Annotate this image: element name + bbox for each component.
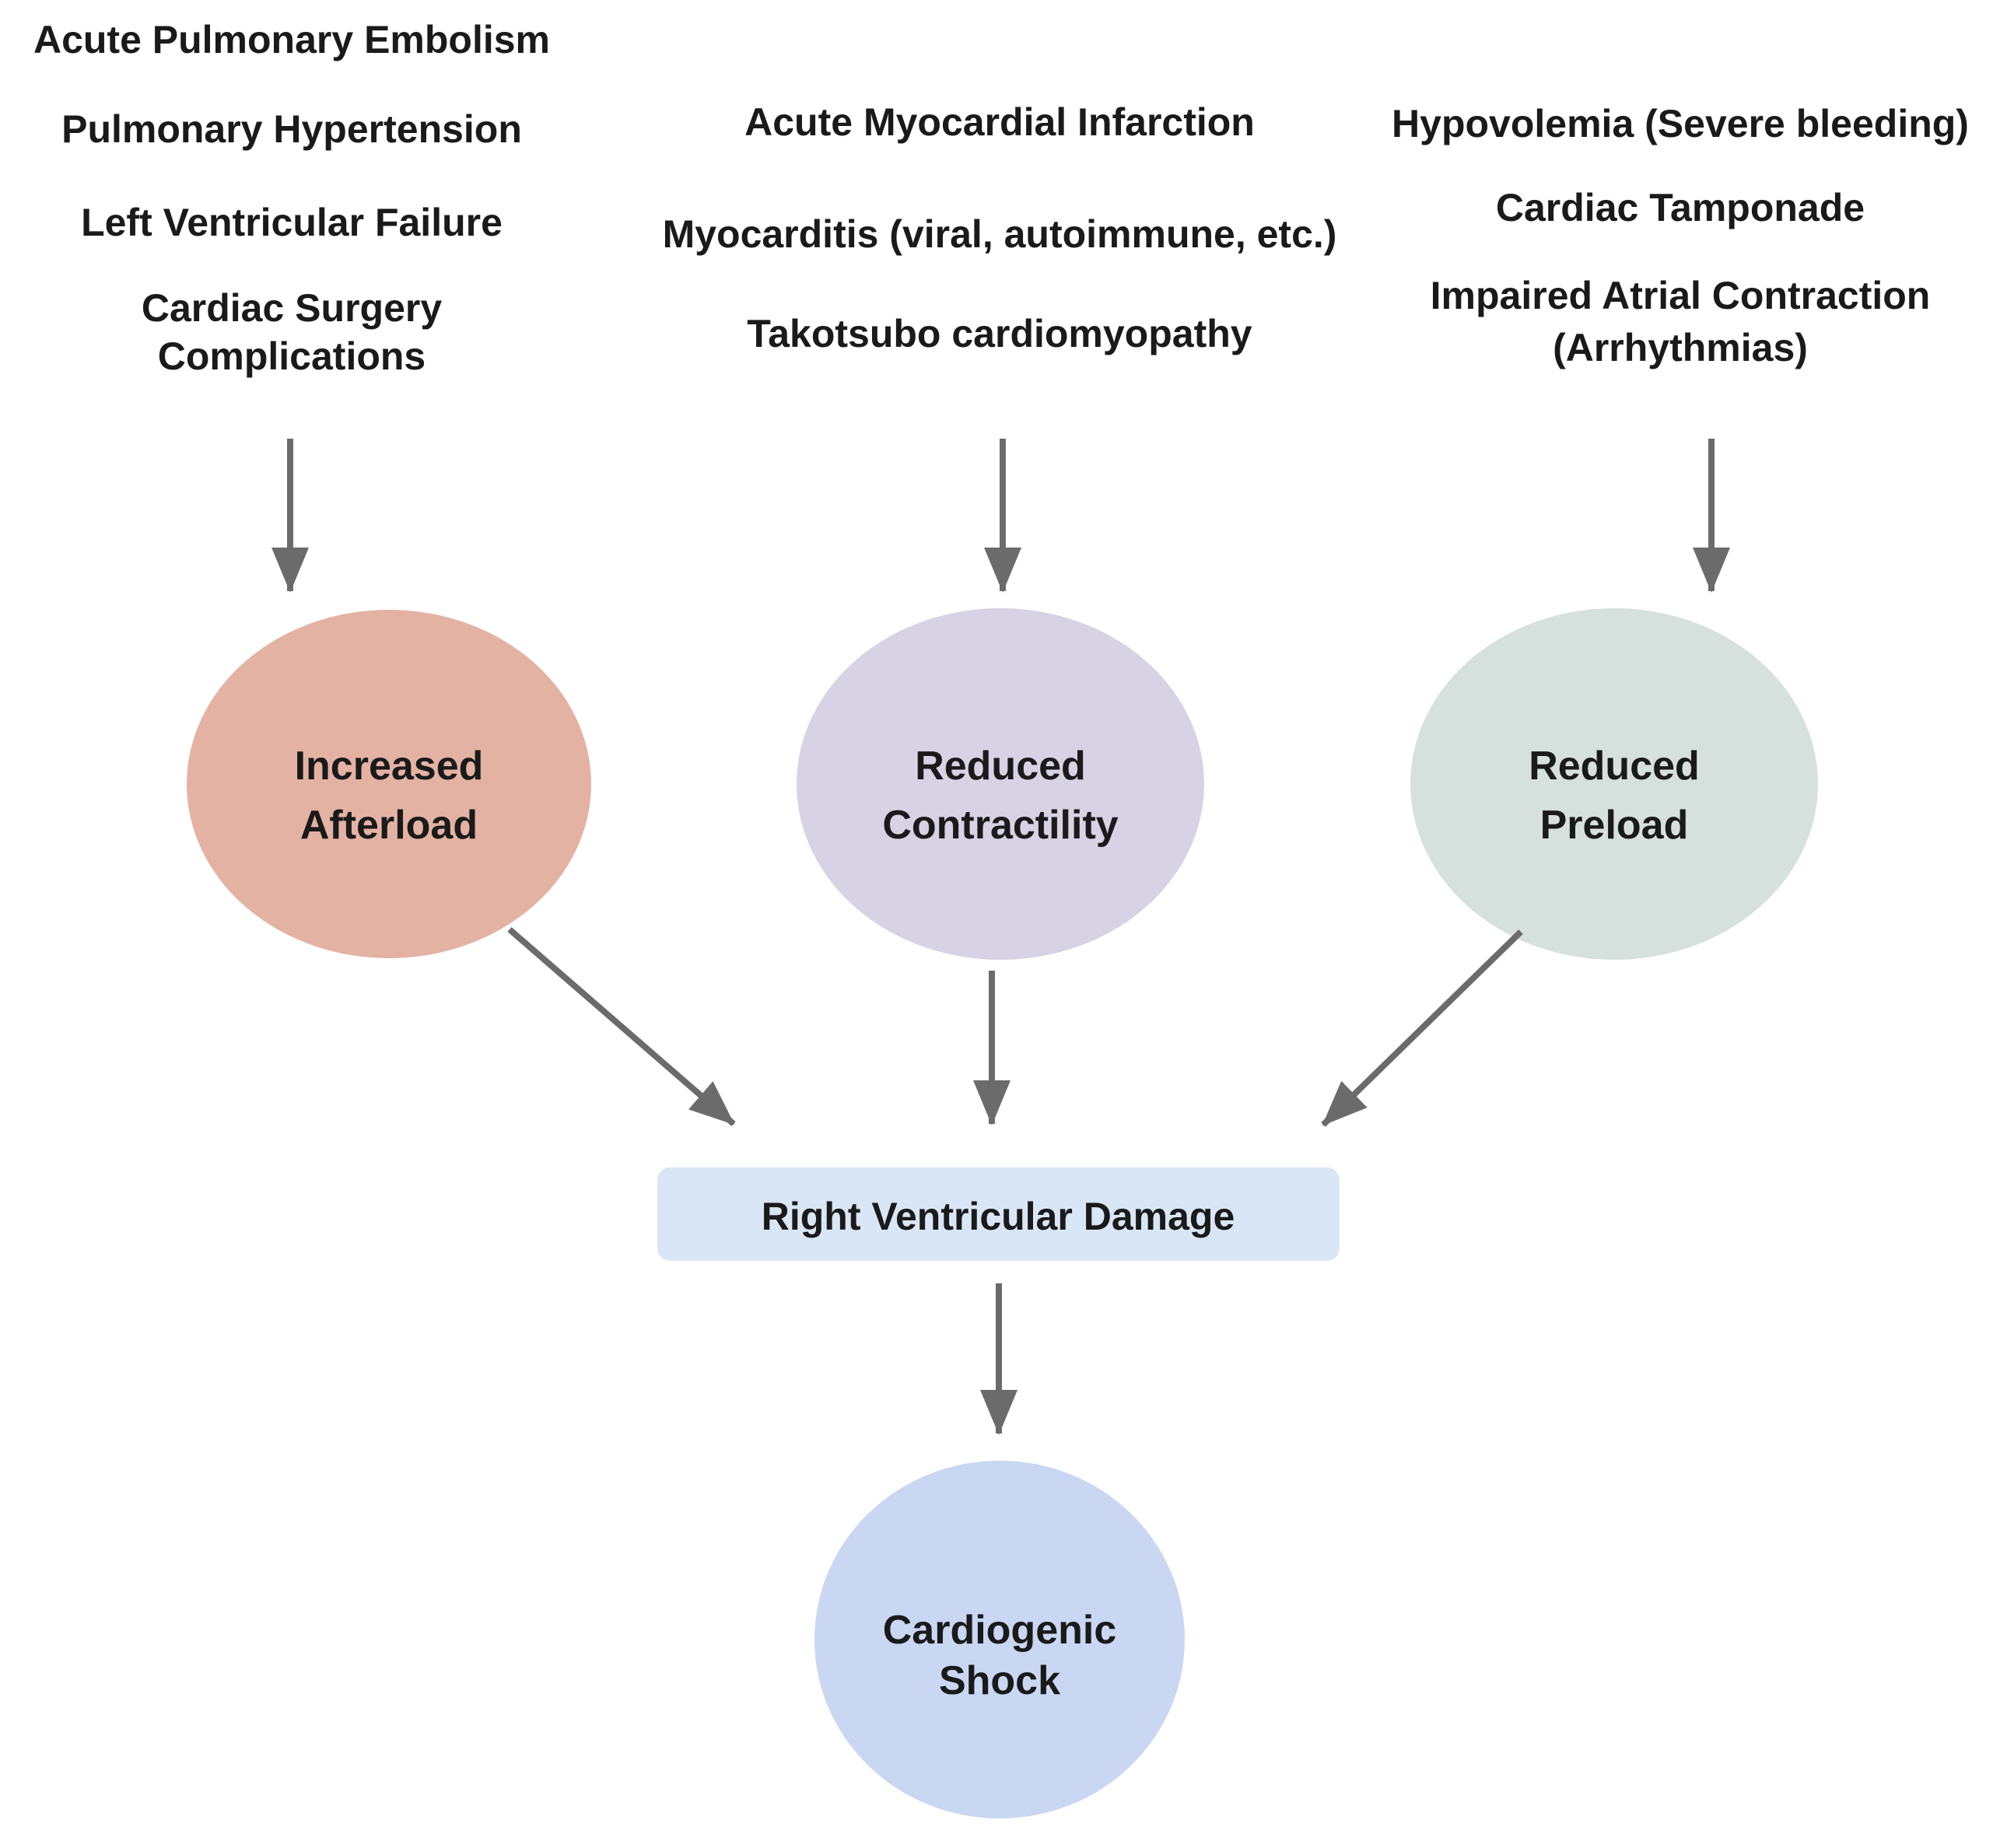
cause-line: Pulmonary Hypertension [61,107,522,151]
cause-group-preload: Hypovolemia (Severe bleeding) Cardiac Ta… [1392,102,1969,369]
node-label-line: Preload [1540,803,1689,848]
node-label-line: Afterload [300,803,478,848]
node-label-line: Reduced [915,744,1086,789]
reduced-preload-node: Reduced Preload [1410,608,1818,960]
reduced-contractility-ellipse [797,608,1204,960]
increased-afterload-node: Increased Afterload [187,610,591,958]
node-label-line: Cardiogenic [883,1608,1117,1653]
cause-line: Myocarditis (viral, autoimmune, etc.) [663,212,1337,256]
arrow-afterload-to-damage [507,926,736,1127]
cardiogenic-shock-circle [814,1461,1185,1818]
cause-line: Acute Myocardial Infarction [744,100,1255,144]
cause-line: (Arrhythmias) [1553,326,1808,369]
cardiogenic-shock-node: Cardiogenic Shock [814,1461,1185,1818]
arrow-preload-to-damage [1321,929,1523,1127]
cause-group-contractility: Acute Myocardial Infarction Myocarditis … [663,100,1337,355]
cause-line: Cardiac Surgery [142,286,442,330]
reduced-contractility-node: Reduced Contractility [797,608,1204,960]
node-label-line: Reduced [1529,744,1700,789]
node-label-line: Increased [295,744,484,789]
cause-line: Left Ventricular Failure [81,201,503,244]
box-label: Right Ventricular Damage [762,1195,1235,1238]
cause-line: Takotsubo cardiomyopathy [747,312,1252,355]
reduced-preload-ellipse [1410,608,1818,960]
cause-group-afterload: Acute Pulmonary Embolism Pulmonary Hyper… [33,18,550,378]
node-label-line: Shock [939,1658,1060,1703]
cause-line: Cardiac Tamponade [1496,186,1865,229]
increased-afterload-ellipse [187,610,591,958]
cause-line: Hypovolemia (Severe bleeding) [1392,102,1969,145]
cause-line: Complications [158,334,426,378]
node-label-line: Contractility [882,803,1118,848]
cause-line: Impaired Atrial Contraction [1431,274,1931,317]
cause-line: Acute Pulmonary Embolism [33,18,550,61]
right-ventricular-damage-box [657,1167,1340,1261]
right-ventricular-damage-node: Right Ventricular Damage [657,1167,1340,1261]
